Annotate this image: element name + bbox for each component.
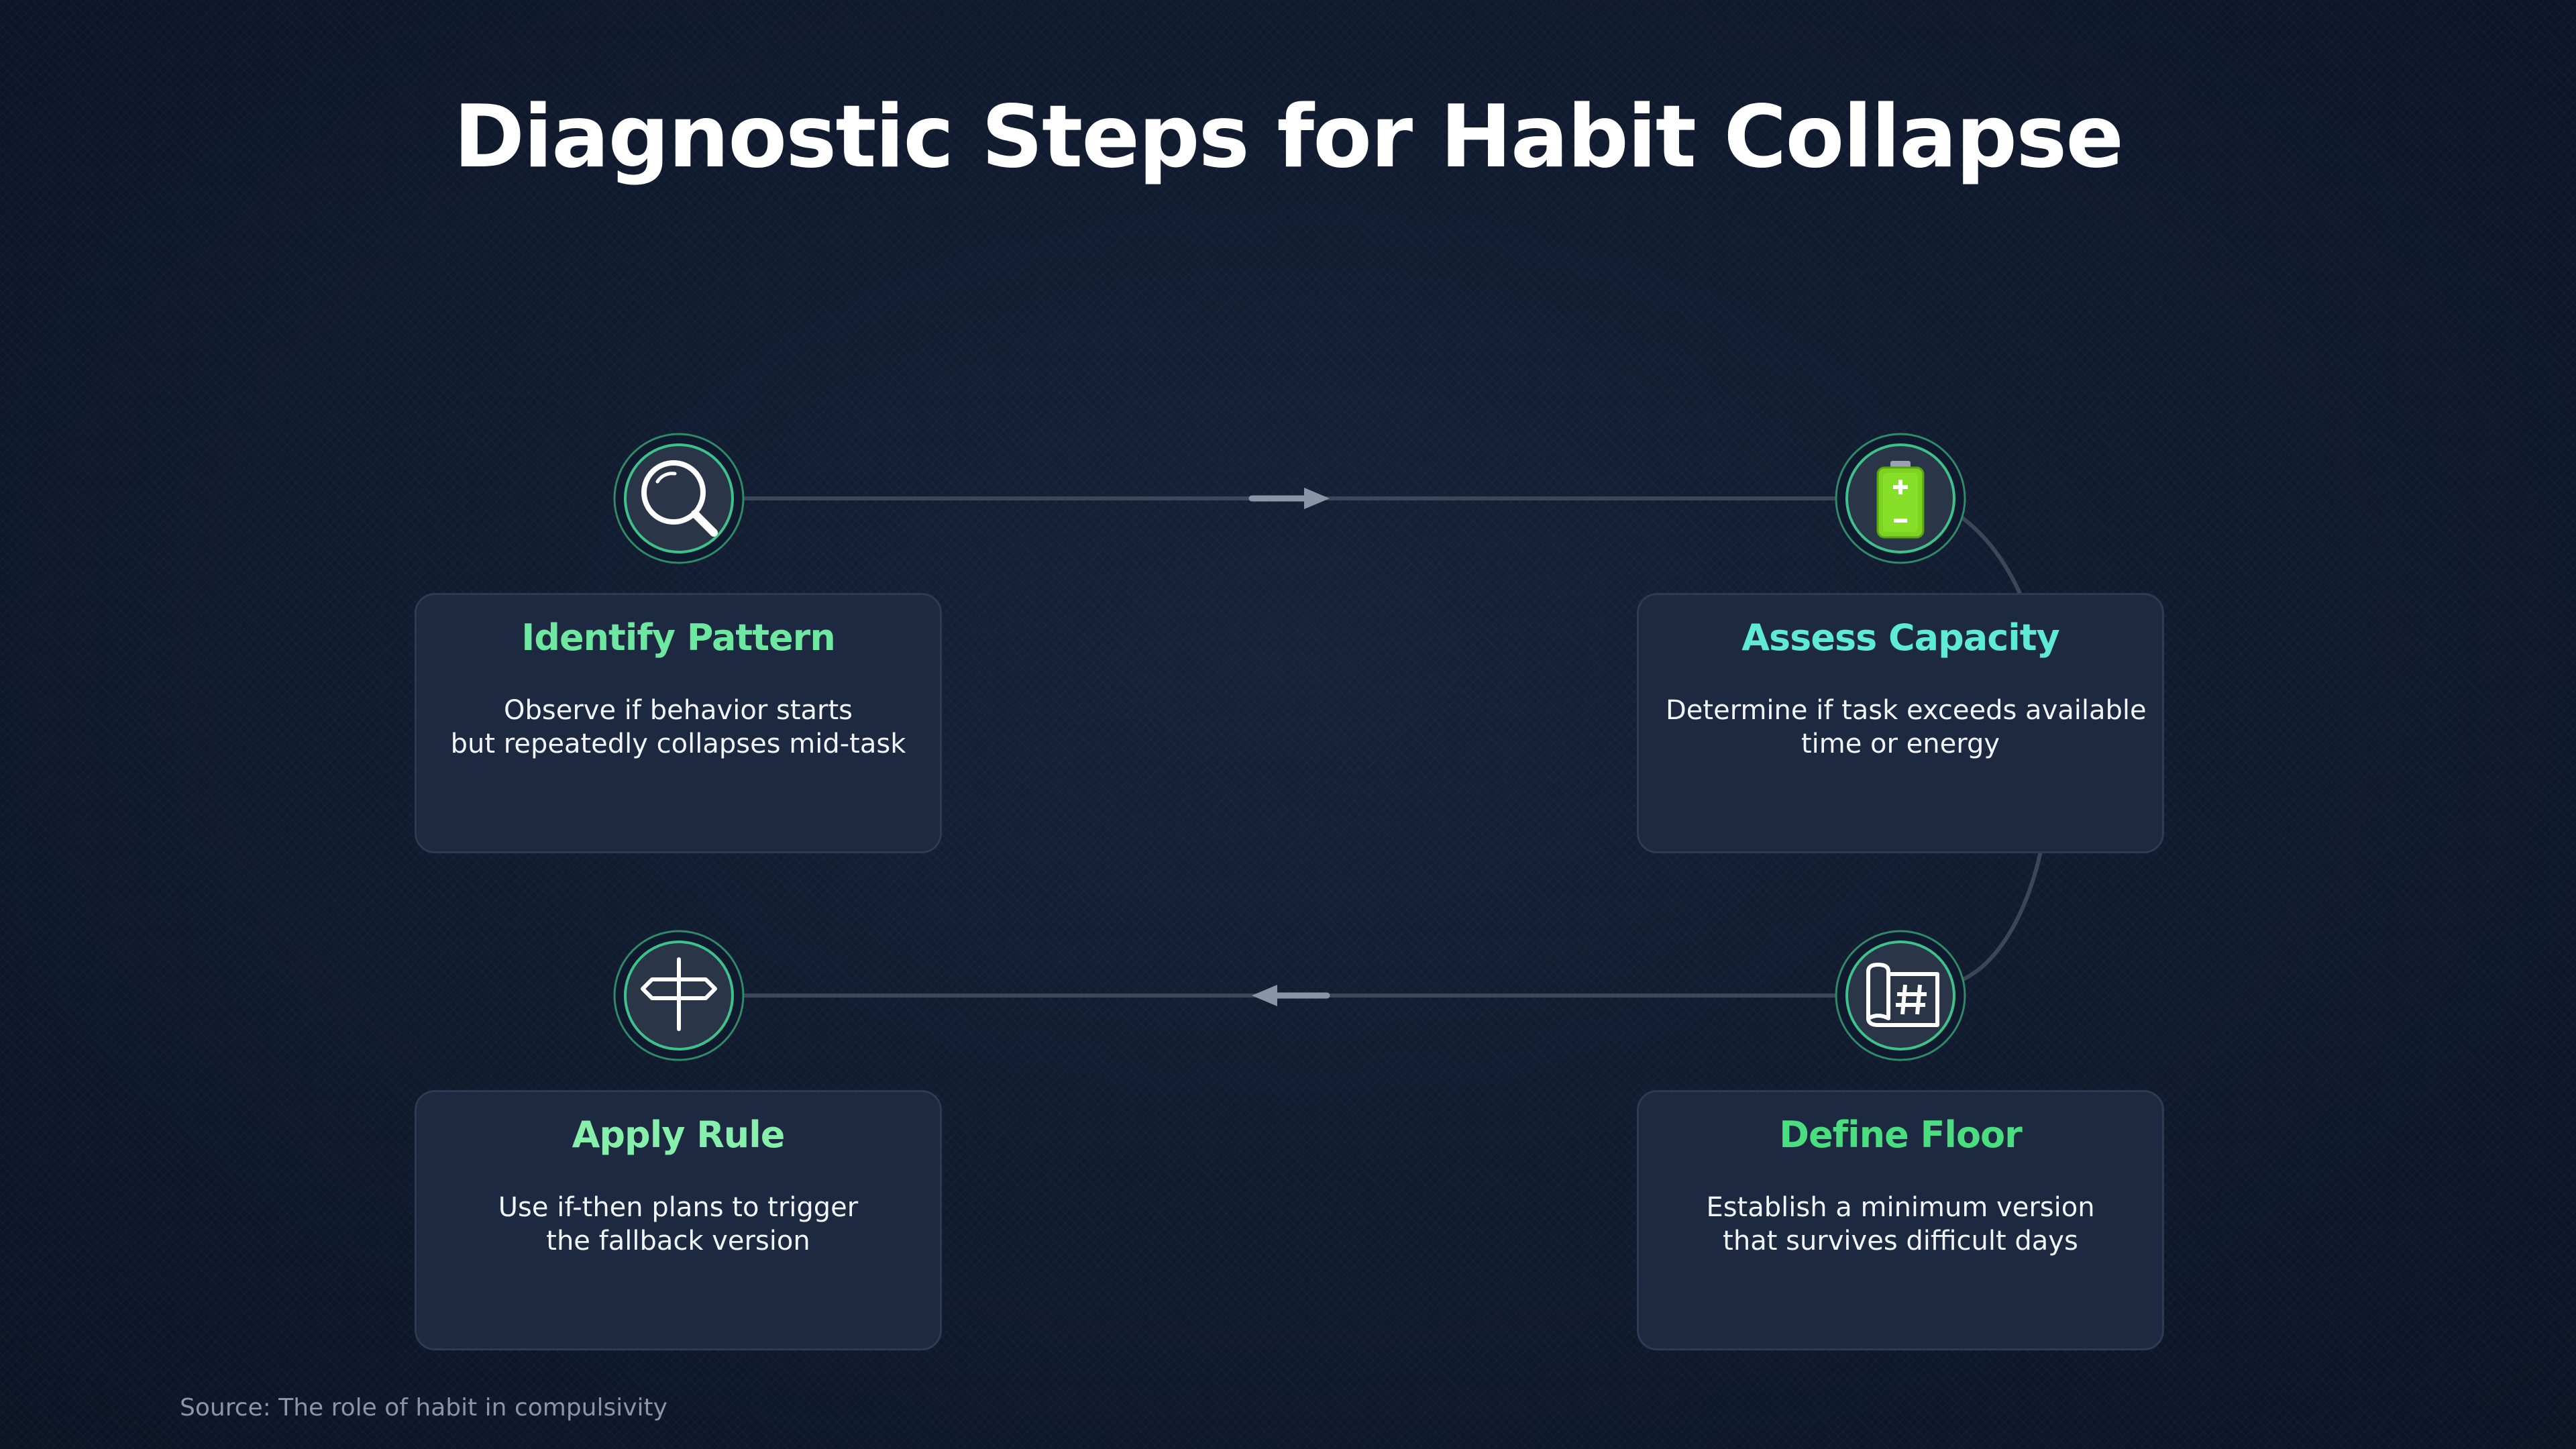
step-card-identify-pattern: Identify Pattern Observe if behavior sta… — [415, 593, 942, 853]
source-citation: Source: The role of habit in compulsivit… — [180, 1394, 667, 1421]
description-line: the fallback version — [546, 1226, 810, 1256]
step-description: Observe if behavior starts but repeatedl… — [417, 694, 940, 761]
arrow-right-icon — [1248, 488, 1330, 509]
step-card-assess-capacity: Assess Capacity Determine if task exceed… — [1637, 593, 2164, 853]
step-title: Define Floor — [1779, 1114, 2023, 1156]
step-title: Assess Capacity — [1741, 616, 2059, 659]
node-identify-pattern — [613, 433, 745, 564]
description-line: Use if-then plans to trigger — [498, 1192, 859, 1223]
arrow-left-icon — [1252, 985, 1330, 1006]
step-description: Use if-then plans to trigger the fallbac… — [417, 1191, 940, 1258]
description-line: Establish a minimum version — [1706, 1192, 2095, 1223]
step-card-define-floor: Define Floor Establish a minimum version… — [1637, 1090, 2164, 1350]
node-define-floor — [1835, 930, 1966, 1061]
description-line: Determine if task exceeds available — [1666, 695, 2147, 726]
step-card-apply-rule: Apply Rule Use if-then plans to trigger … — [415, 1090, 942, 1350]
step-description: Determine if task exceeds available time… — [1639, 694, 2162, 761]
magnifying-glass-icon — [641, 460, 718, 537]
description-line: time or energy — [1801, 729, 2000, 759]
step-title: Identify Pattern — [521, 616, 836, 659]
description-line: Observe if behavior starts — [504, 695, 853, 726]
battery-icon — [1876, 461, 1925, 539]
description-line: but repeatedly collapses mid-task — [450, 729, 906, 759]
description-line: that survives difficult days — [1723, 1226, 2078, 1256]
node-assess-capacity — [1835, 433, 1966, 564]
page-title: Diagnostic Steps for Habit Collapse — [453, 87, 2124, 187]
node-apply-rule — [613, 930, 745, 1061]
blueprint-icon — [1866, 963, 1939, 1027]
step-description: Establish a minimum version that survive… — [1639, 1191, 2162, 1258]
signpost-icon — [641, 957, 717, 1031]
step-title: Apply Rule — [572, 1114, 786, 1156]
